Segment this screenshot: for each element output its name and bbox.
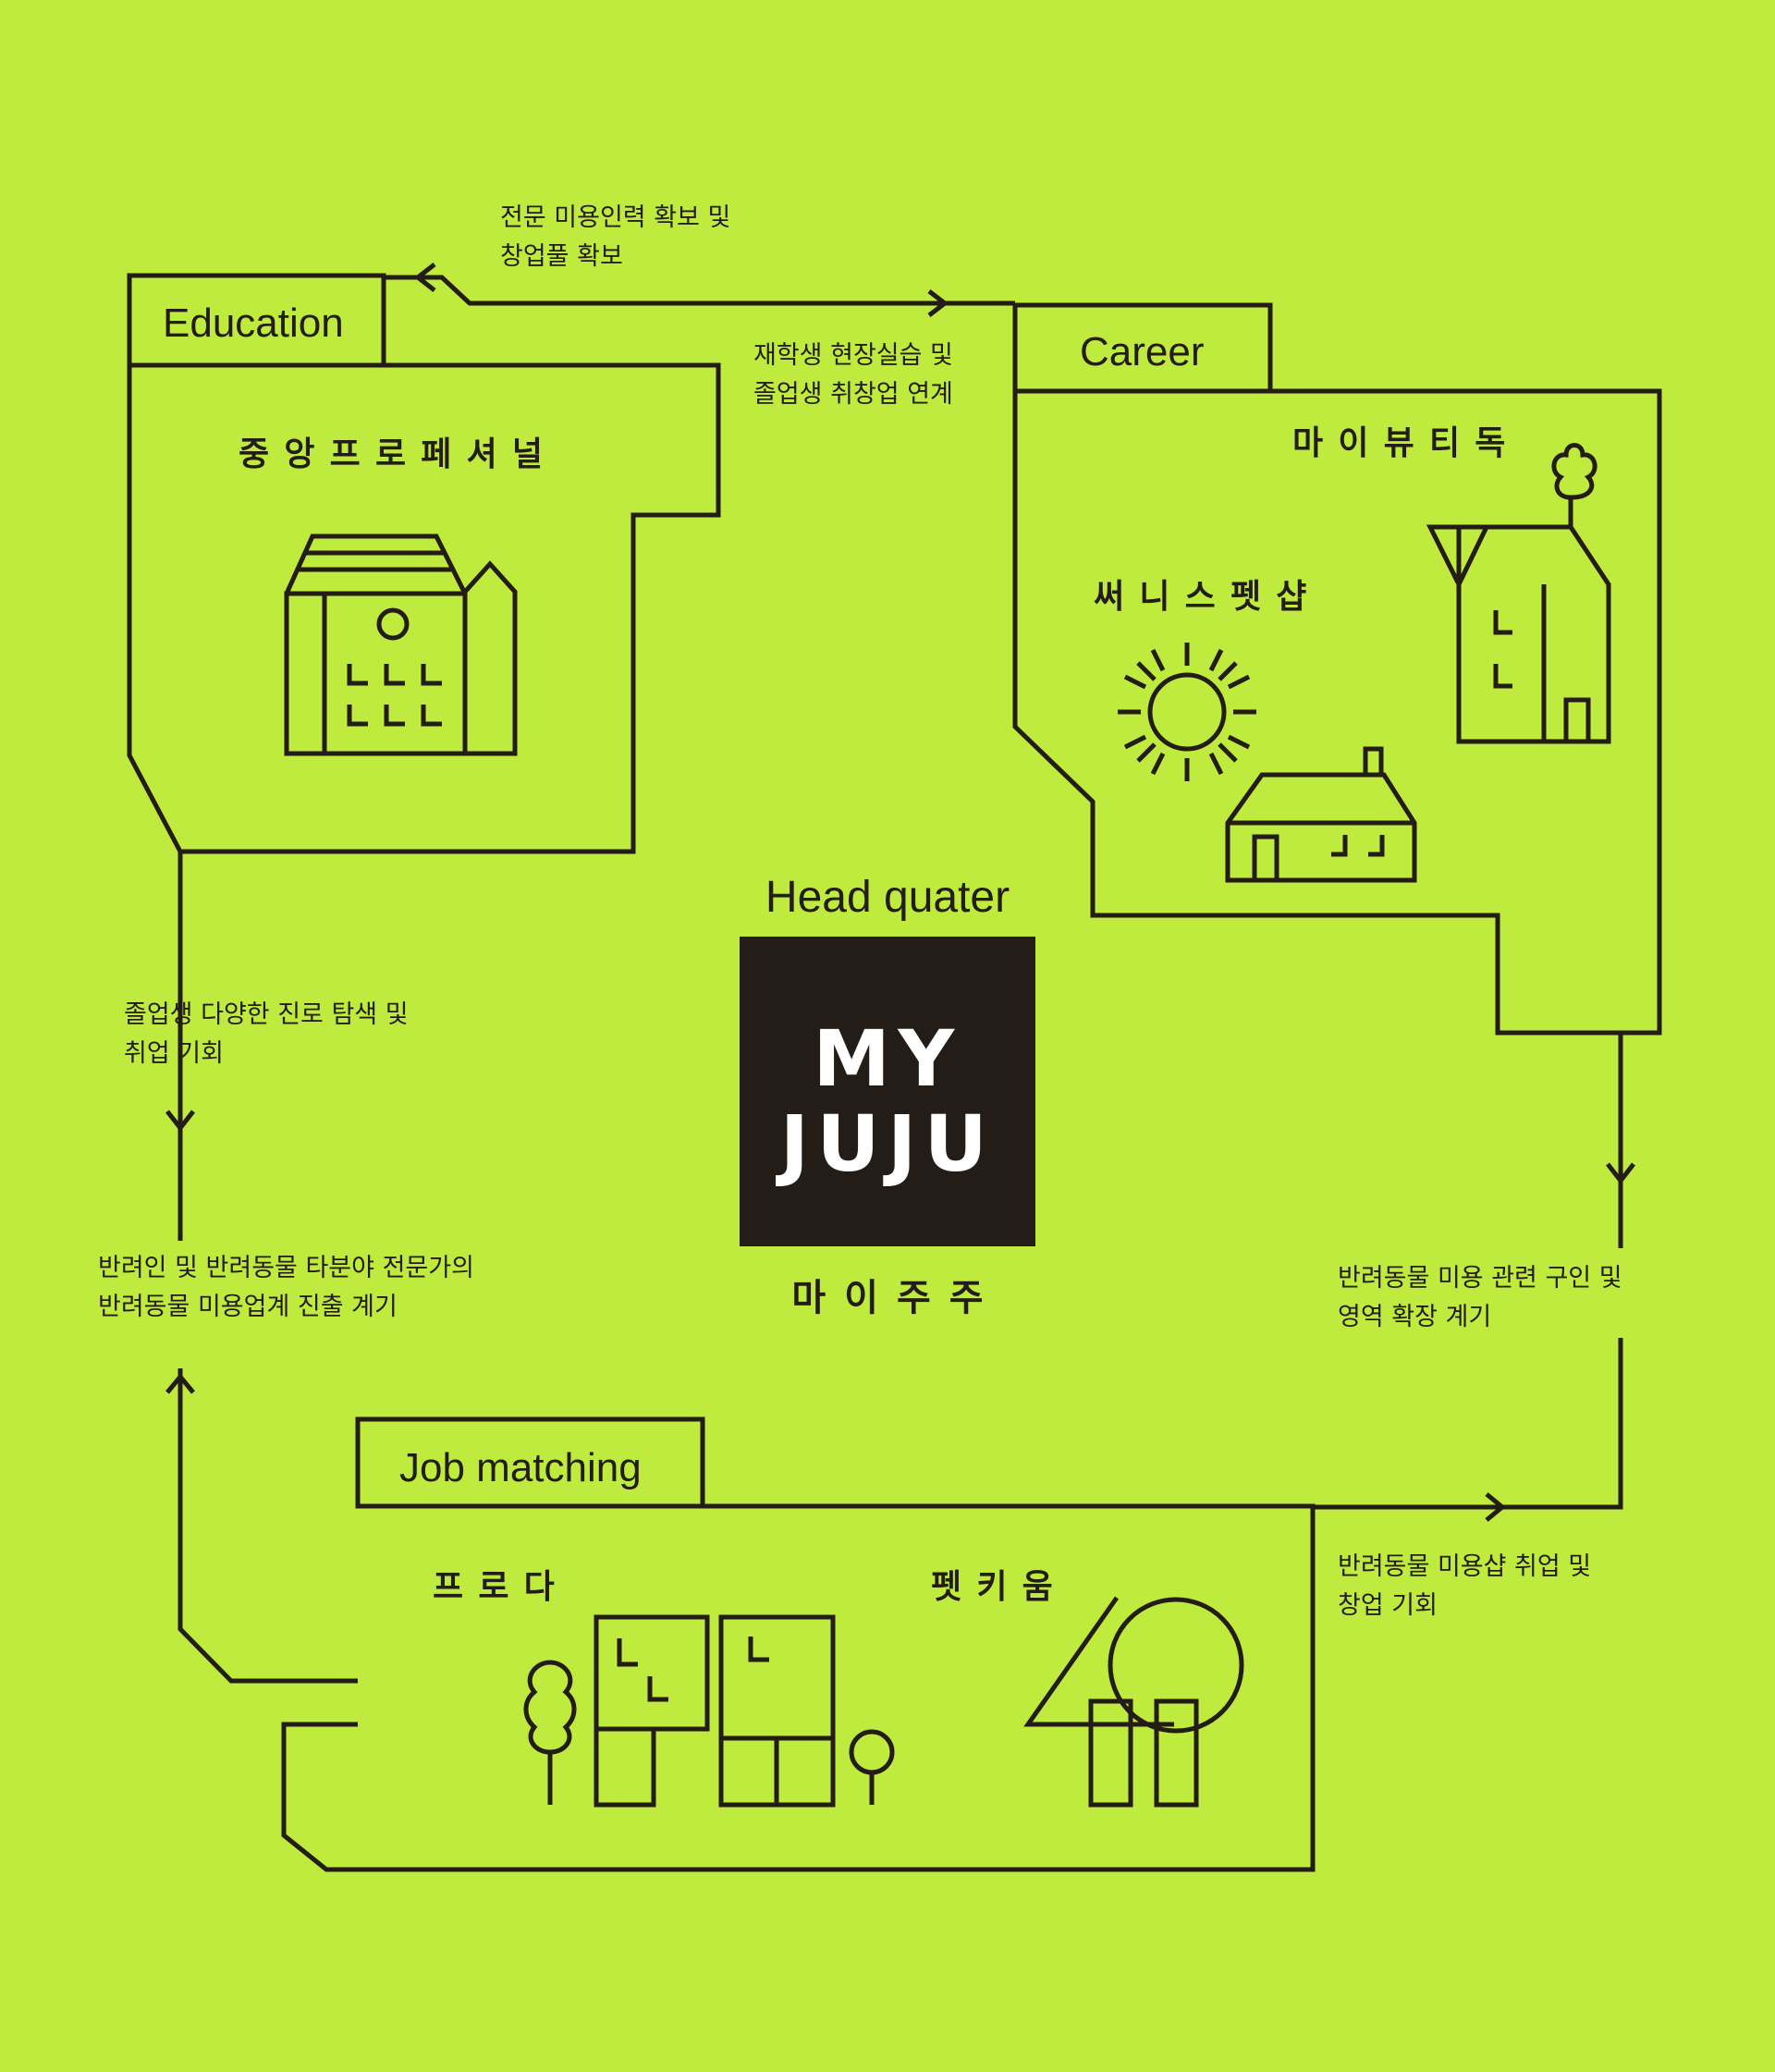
tree-triangle-icon	[1023, 1596, 1244, 1808]
education-outline	[127, 273, 721, 854]
page-title: Head quater	[765, 873, 1010, 922]
cottage-icon	[1225, 746, 1417, 883]
partner-name-job-1: 프로다	[433, 1568, 569, 1606]
buildings-trees-icon	[523, 1614, 895, 1808]
arrow-head-down	[1606, 1162, 1635, 1185]
logo-line-1: MY	[813, 1013, 962, 1104]
school-building-icon	[284, 533, 518, 756]
house-tree-icon	[1426, 443, 1611, 744]
education-label: Education	[163, 300, 344, 346]
arrow-head-right	[1485, 1492, 1506, 1522]
partner-name-career-1: 마이뷰티독	[1292, 424, 1521, 462]
partner-name-education: 중앙프로페셔널	[239, 435, 558, 473]
job-matching-label: Job matching	[399, 1445, 642, 1490]
flow-line-right	[1313, 1033, 1623, 1510]
flow-line-left	[178, 852, 358, 1684]
partner-name-career-2: 써니스펫샵	[1094, 578, 1322, 616]
flow-line-top	[384, 275, 1015, 306]
arrow-head-left	[413, 263, 436, 292]
logo-box: MY JUJU	[740, 937, 1035, 1246]
arrow-head-right	[927, 289, 949, 317]
hq-korean-name: 마이주주	[791, 1277, 1002, 1319]
logo-line-2: JUJU	[779, 1098, 996, 1189]
arrow-head-down	[165, 1110, 195, 1133]
career-label: Career	[1080, 329, 1205, 374]
career-outline	[1012, 302, 1662, 1036]
sun-icon	[1118, 643, 1256, 781]
arrow-head-up	[165, 1373, 195, 1394]
partner-name-job-2: 펫키움	[931, 1568, 1068, 1606]
